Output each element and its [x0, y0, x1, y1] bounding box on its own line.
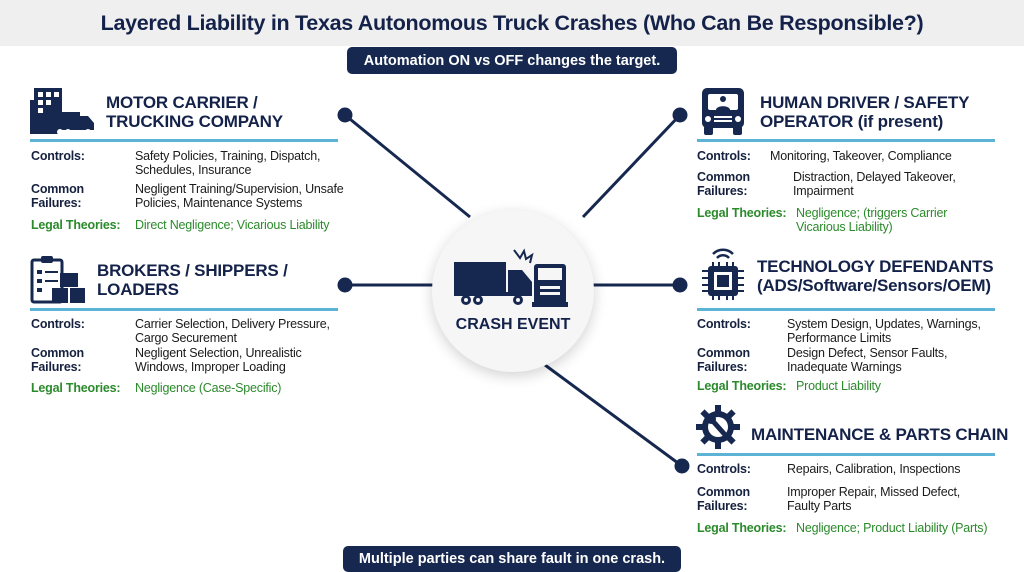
building-truck-icon — [30, 88, 94, 135]
connector-dot — [672, 277, 688, 293]
subtitle-banner: Automation ON vs OFF changes the target. — [347, 47, 677, 74]
divider — [697, 308, 995, 311]
crash-event-label: CRASH EVENT — [455, 316, 571, 333]
connector-dot — [674, 458, 690, 474]
divider — [697, 453, 995, 456]
footer-banner: Multiple parties can share fault in one … — [343, 546, 681, 572]
page-title: Layered Liability in Texas Autonomous Tr… — [100, 10, 924, 35]
connector-maintenance — [544, 363, 683, 468]
title-bar: Layered Liability in Texas Autonomous Tr… — [0, 0, 1024, 46]
party-title: (ADS/Software/Sensors/OEM) — [757, 276, 991, 295]
party-title: BROKERS / SHIPPERS / — [97, 261, 288, 280]
party-title: LOADERS — [97, 280, 179, 299]
party-title: MAINTENANCE & PARTS CHAIN — [751, 424, 1009, 444]
party-title: TECHNOLOGY DEFENDANTS — [757, 257, 994, 276]
divider — [30, 139, 338, 142]
divider — [30, 308, 338, 311]
clipboard-boxes-icon — [30, 256, 85, 304]
connector-dot — [337, 277, 353, 293]
gear-wrench-icon — [696, 405, 740, 449]
chip-wireless-icon — [702, 248, 744, 300]
party-title: HUMAN DRIVER / SAFETY — [760, 93, 970, 112]
connector-motor-carrier — [344, 113, 471, 219]
party-title: MOTOR CARRIER / — [106, 93, 258, 112]
connector-human-driver — [581, 113, 682, 219]
party-title: OPERATOR (if present) — [760, 112, 944, 131]
truck-collision-icon — [454, 248, 568, 307]
connector-dot — [337, 107, 353, 123]
truck-driver-icon — [702, 88, 744, 135]
party-title: TRUCKING COMPANY — [106, 112, 283, 131]
crash-event-hub: CRASH EVENT — [432, 210, 594, 372]
divider — [697, 139, 995, 142]
connector-dot — [672, 107, 688, 123]
